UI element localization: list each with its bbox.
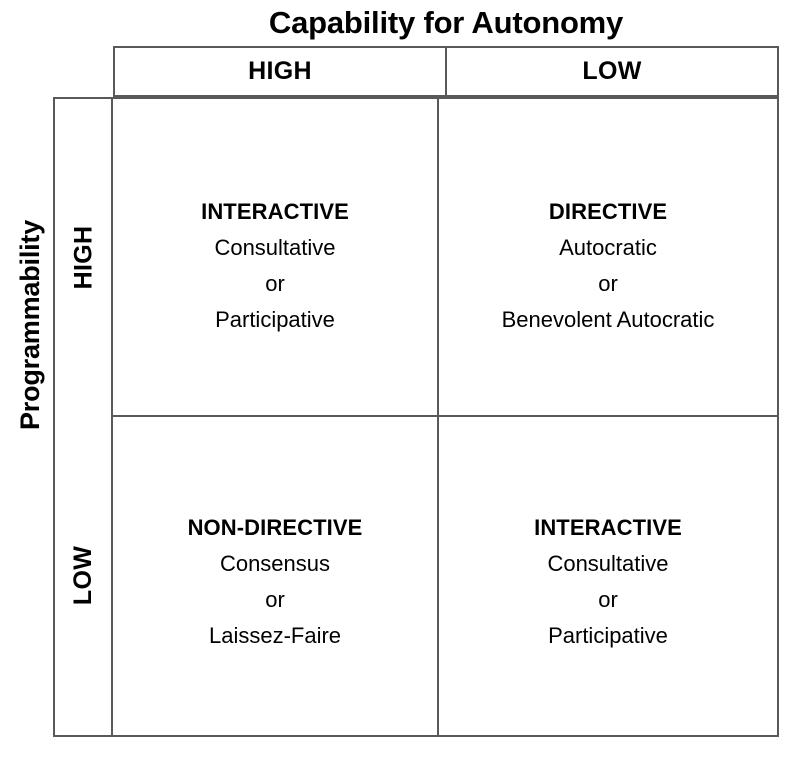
row-header-low-label: LOW xyxy=(69,545,98,605)
quadrant-high-programmability-high-autonomy: INTERACTIVE Consultative or Participativ… xyxy=(113,99,437,415)
quadrant-low-programmability-high-autonomy: NON-DIRECTIVE Consensus or Laissez-Faire xyxy=(113,415,437,735)
row-header-column: HIGH LOW xyxy=(55,99,113,735)
quadrant-detail-line: Benevolent Autocratic xyxy=(501,307,715,332)
quadrant-style-title: INTERACTIVE xyxy=(534,515,682,540)
row-axis-title: Programmability xyxy=(14,219,45,431)
quadrant-area: INTERACTIVE Consultative or Participativ… xyxy=(113,99,777,735)
quadrant-detail-line: Consultative xyxy=(214,235,336,260)
quadrant-detail-line: Consultative xyxy=(547,551,669,576)
quadrant-detail-conjunction: or xyxy=(598,271,618,296)
matrix-body-grid: HIGH LOW INTERACTIVE Consultative or Par… xyxy=(53,97,779,737)
row-header-high: HIGH xyxy=(55,99,113,415)
column-header-row: HIGH LOW xyxy=(113,46,779,97)
column-axis-title: Capability for Autonomy xyxy=(268,5,624,40)
quadrant-high-programmability-low-autonomy: DIRECTIVE Autocratic or Benevolent Autoc… xyxy=(437,99,777,415)
quadrant-detail-line: Autocratic xyxy=(559,235,657,260)
quadrant-detail-line: Laissez-Faire xyxy=(208,623,342,648)
quadrant-style-title: INTERACTIVE xyxy=(201,199,349,224)
quadrant-style-title: DIRECTIVE xyxy=(548,199,668,224)
quadrant-detail-conjunction: or xyxy=(265,587,285,612)
quadrant-detail-conjunction: or xyxy=(598,587,618,612)
quadrant-style-title: NON-DIRECTIVE xyxy=(187,515,363,540)
quadrant-detail-conjunction: or xyxy=(265,271,285,296)
quadrant-detail-line: Consensus xyxy=(219,551,331,576)
column-header-high: HIGH xyxy=(248,57,312,85)
quadrant-low-programmability-low-autonomy: INTERACTIVE Consultative or Participativ… xyxy=(437,415,777,735)
row-header-low: LOW xyxy=(55,415,113,735)
row-header-high-label: HIGH xyxy=(69,225,98,289)
quadrant-detail-line: Participative xyxy=(215,307,335,332)
column-header-low: LOW xyxy=(445,48,777,95)
quadrant-detail-line: Participative xyxy=(548,623,668,648)
